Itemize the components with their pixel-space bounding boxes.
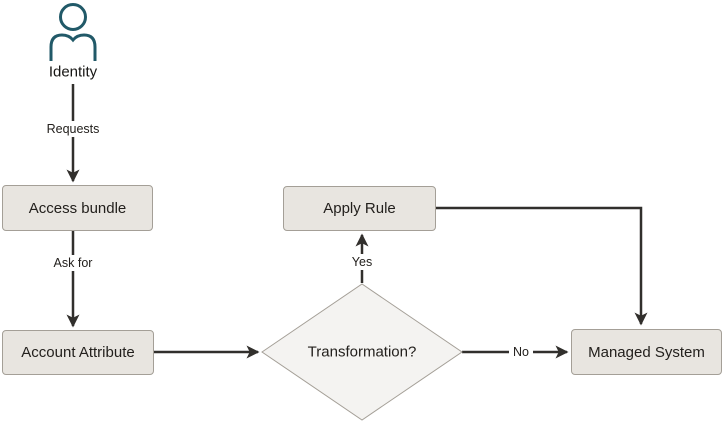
edge-label-ask-for: Ask for: [49, 255, 97, 271]
edge-applyrule-managedsystem: [436, 206, 648, 326]
node-managed-system-label: Managed System: [588, 343, 705, 361]
node-transformation-label: Transformation?: [307, 343, 417, 361]
edge-label-yes: Yes: [347, 254, 377, 270]
edge-label-no: No: [509, 344, 533, 360]
edge-label-requests: Requests: [42, 121, 104, 137]
decision-diamond: [261, 283, 463, 421]
node-managed-system: Managed System: [571, 329, 722, 375]
node-apply-rule: Apply Rule: [283, 186, 436, 231]
node-access-bundle-label: Access bundle: [28, 199, 127, 217]
person-icon: [46, 2, 100, 62]
node-access-bundle: Access bundle: [2, 185, 153, 231]
node-account-attribute: Account Attribute: [2, 330, 154, 375]
node-apply-rule-label: Apply Rule: [323, 200, 396, 217]
node-account-attribute-label: Account Attribute: [21, 344, 135, 361]
node-identity-label: Identity: [48, 63, 98, 81]
